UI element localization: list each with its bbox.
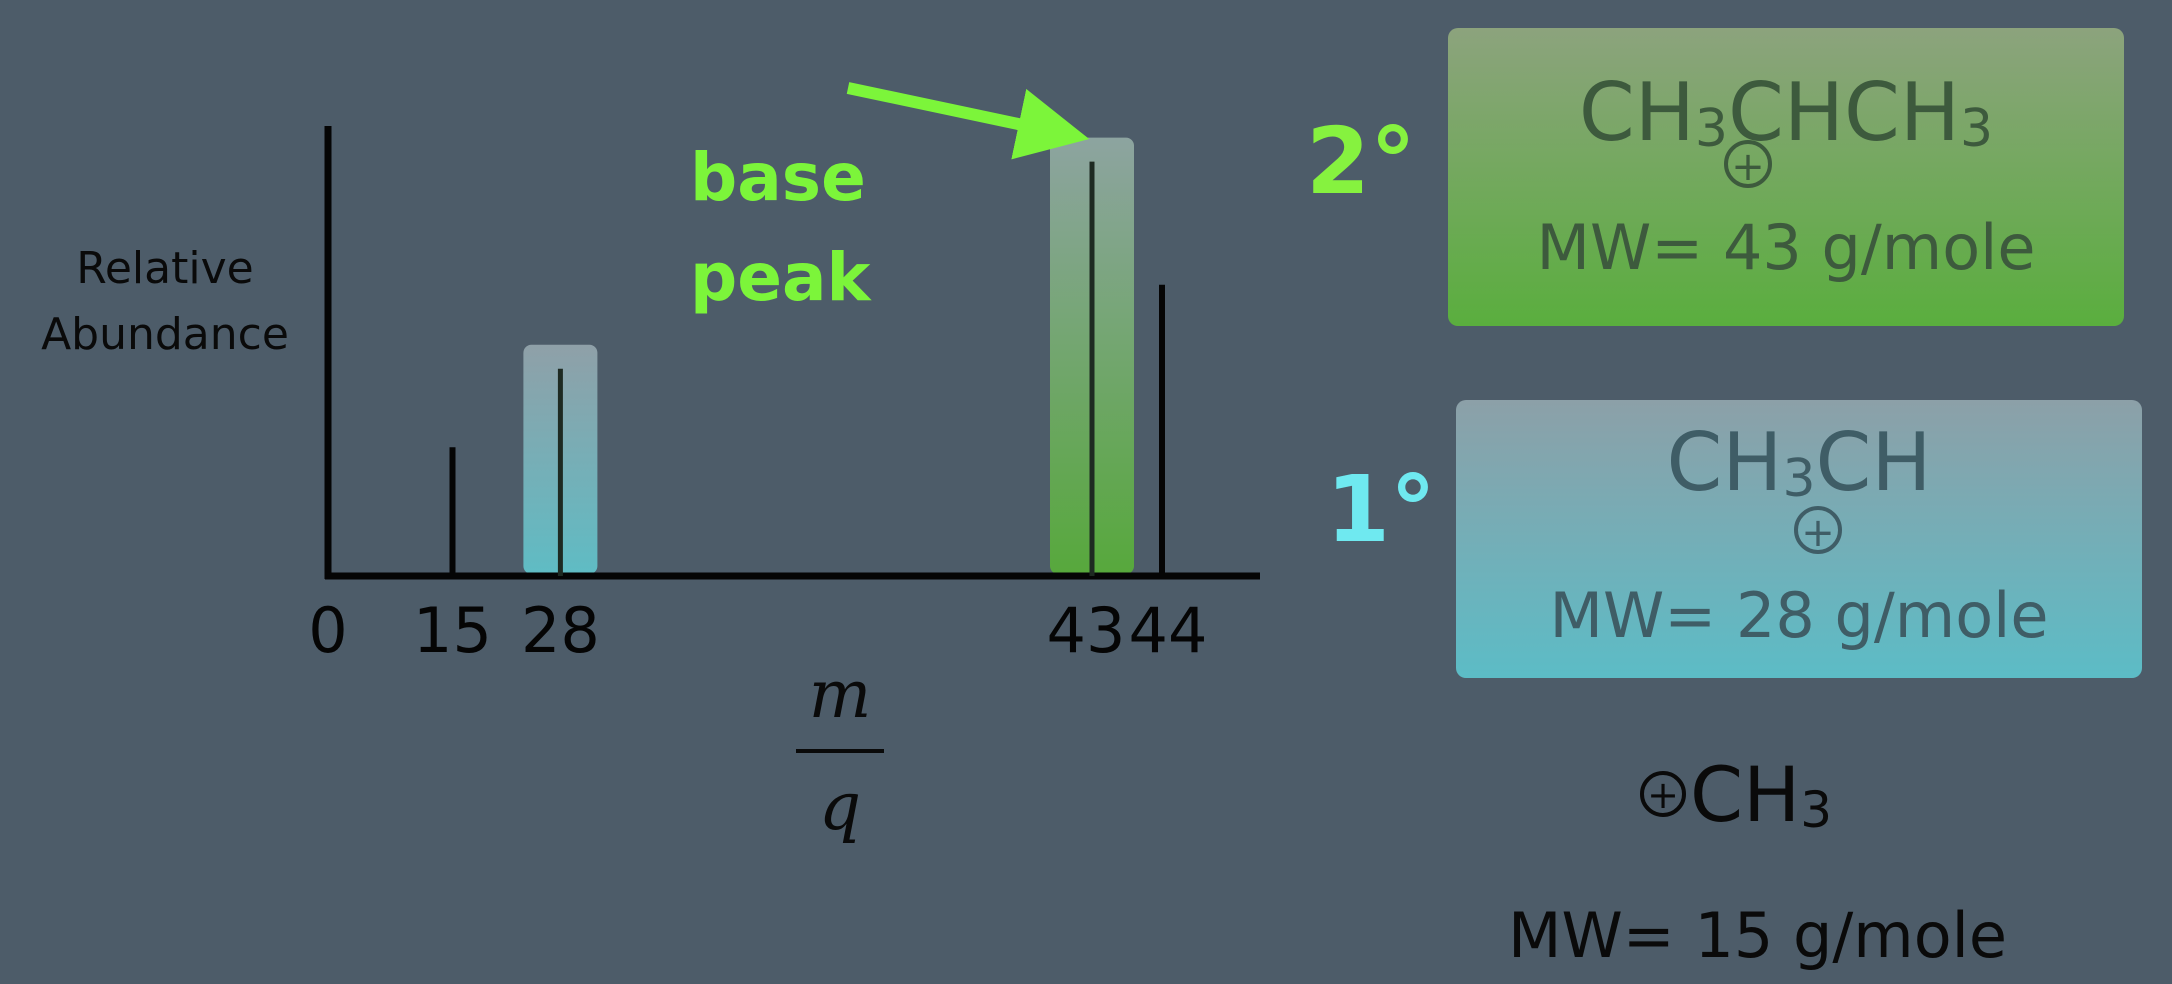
- primary-carbocation-box: CH3CH + MW= 28 g/mole: [1456, 400, 2142, 678]
- annotation-line-2: peak: [690, 239, 871, 316]
- x-tick-label: 0: [308, 594, 347, 667]
- fraction-numerator: m: [808, 656, 872, 733]
- positive-charge-icon: +: [1794, 506, 1842, 556]
- x-axis-label-fraction: m q: [790, 655, 890, 847]
- primary-mw: MW= 28 g/mole: [1549, 579, 2049, 652]
- secondary-formula: CH3CHCH3: [1448, 68, 2124, 174]
- x-tick-label: 44: [1129, 594, 1208, 667]
- formula-ch: CH: [1578, 66, 1695, 159]
- x-tick-label: 43: [1047, 594, 1126, 667]
- annotation-line-1: base: [690, 139, 866, 216]
- formula-subscript: 3: [1782, 449, 1816, 509]
- formula-chch: CHCH: [1727, 66, 1961, 159]
- base-peak-annotation: base peak: [690, 128, 870, 328]
- methyl-cation: +CH3: [1640, 750, 1832, 855]
- fraction-bar: [796, 749, 884, 753]
- y-axis-label: Relative Abundance: [0, 236, 330, 368]
- y-axis-label-line-2: Abundance: [41, 309, 289, 360]
- positive-charge-icon: +: [1724, 140, 1772, 190]
- x-tick-label: 28: [521, 594, 600, 667]
- y-axis-label-line-1: Relative: [76, 243, 254, 294]
- fraction-denominator: q: [818, 768, 862, 845]
- primary-degree-label: 1°: [1326, 456, 1437, 563]
- x-tick-label: 15: [413, 594, 492, 667]
- formula-subscript: 3: [1800, 781, 1833, 839]
- formula-subscript: 3: [1960, 99, 1994, 159]
- secondary-degree-label: 2°: [1306, 108, 1417, 215]
- formula-ch: CH: [1666, 416, 1783, 509]
- formula-subscript: 3: [1694, 99, 1728, 159]
- base-peak-arrow: [846, 82, 1090, 160]
- formula-ch-end: CH: [1815, 416, 1932, 509]
- positive-charge-icon: +: [1640, 771, 1686, 817]
- methyl-mw: MW= 15 g/mole: [1508, 899, 2007, 972]
- secondary-carbocation-box: CH3CHCH3 + MW= 43 g/mole: [1448, 28, 2124, 326]
- secondary-mw: MW= 43 g/mole: [1536, 211, 2036, 284]
- formula-ch: CH: [1690, 750, 1801, 839]
- primary-formula: CH3CH: [1456, 418, 2142, 524]
